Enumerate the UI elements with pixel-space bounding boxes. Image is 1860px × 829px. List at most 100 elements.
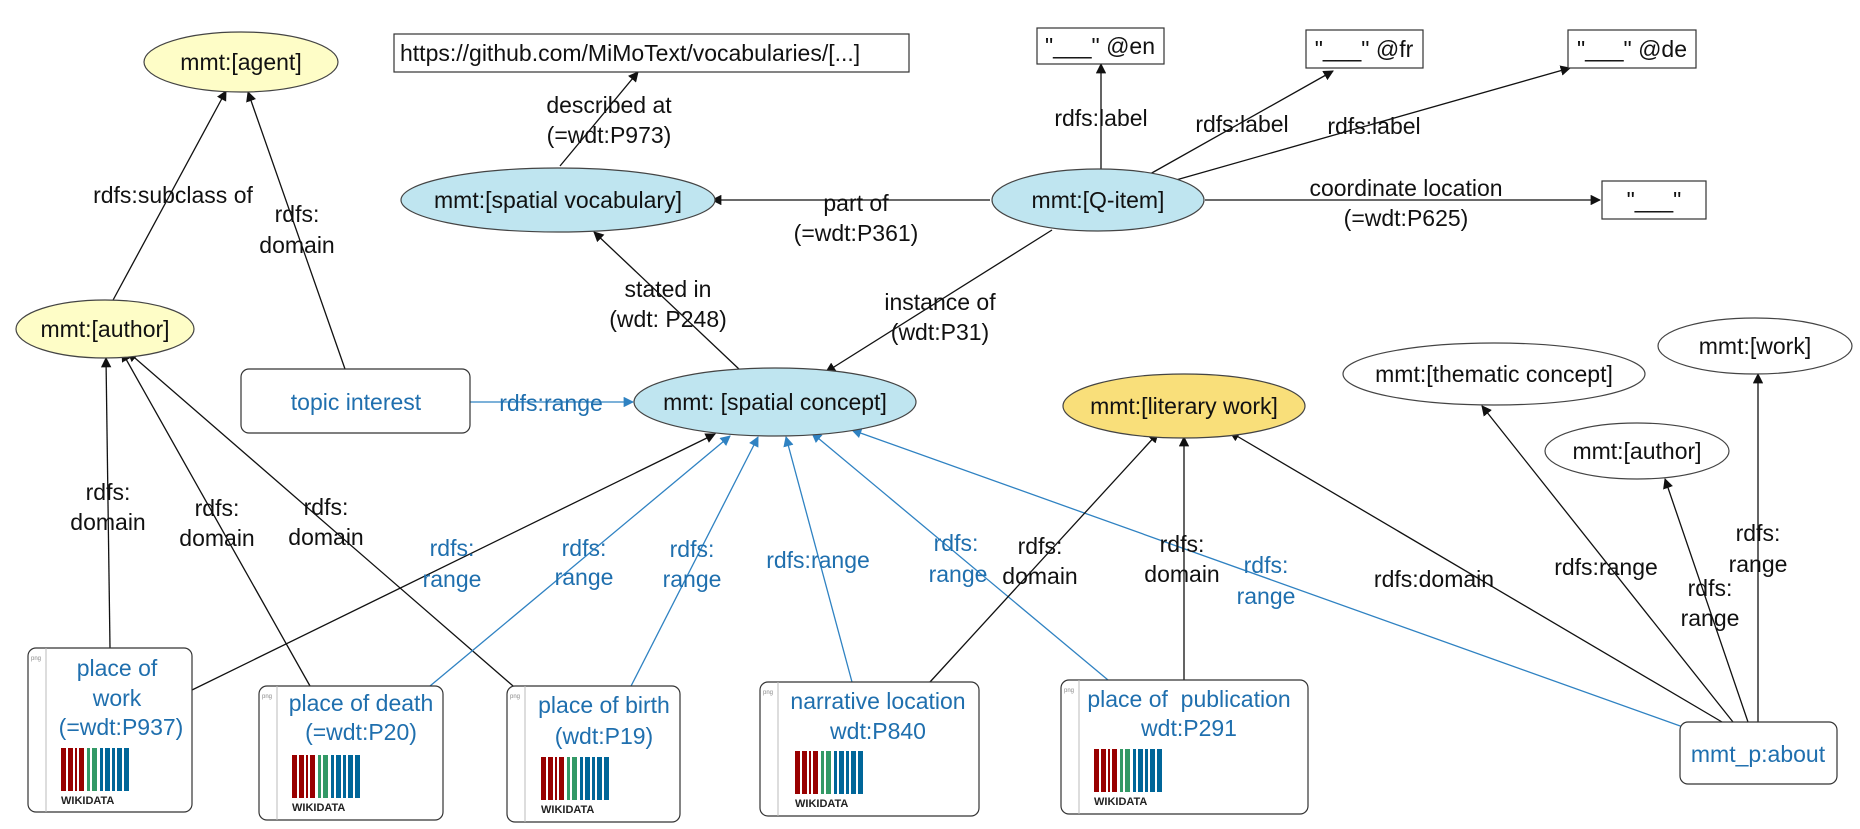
- property-narrative-location: png narrative location wdt:P840 WIKIDATA: [759, 681, 980, 817]
- literal-github-url: https://github.com/MiMoText/vocabularies…: [393, 33, 910, 73]
- label-part-of-2: (=wdt:P361): [794, 220, 919, 246]
- label-range-work-2: range: [423, 566, 482, 592]
- node-thematic-concept-label: mmt:[thematic concept]: [1375, 361, 1613, 387]
- edge-topic-interest-domain-agent: [246, 91, 346, 370]
- literal-label-de: "___" @de: [1567, 29, 1697, 69]
- property-place-of-death: png place of death (=wdt:P20) WIKIDATA: [258, 685, 444, 821]
- label-range-about-work-2: range: [1729, 551, 1788, 577]
- node-spatial-vocabulary-label: mmt:[spatial vocabulary]: [434, 187, 682, 213]
- label-domain-about: rdfs:domain: [1374, 566, 1494, 592]
- node-author-left-label: mmt:[author]: [40, 316, 169, 342]
- literal-label-fr-text: "___" @fr: [1315, 36, 1414, 62]
- label-subclass-of: rdfs:subclass of: [93, 182, 253, 208]
- edge-author-subclass-of-agent: [111, 90, 227, 303]
- label-domain-death-1: rdfs:: [195, 495, 240, 521]
- node-author-left: mmt:[author]: [15, 299, 195, 359]
- edge-place-of-birth-domain-author: [127, 351, 521, 693]
- property-boxes: topic interest png place of work (=wdt:P…: [27, 368, 1838, 823]
- class-nodes: mmt:[agent] mmt:[author] mmt:[spatial vo…: [15, 31, 1853, 480]
- label-domain-birth-2: domain: [288, 524, 363, 550]
- node-spatial-vocabulary: mmt:[spatial vocabulary]: [400, 167, 716, 233]
- edge-about-range-author: [1663, 478, 1749, 723]
- png-tag: png: [262, 694, 272, 700]
- wikidata-logo-text: WIKIDATA: [61, 795, 114, 807]
- label-domain-topic-2: domain: [259, 232, 334, 258]
- edge-narrative-location-range-concept: [783, 435, 853, 683]
- edge-about-domain-literary-work: [1229, 431, 1723, 723]
- node-author-right: mmt:[author]: [1544, 422, 1730, 480]
- wikidata-logo-text: WIKIDATA: [541, 804, 594, 816]
- node-author-right-label: mmt:[author]: [1572, 438, 1701, 464]
- label-range-publication-2: range: [1237, 583, 1296, 609]
- label-domain-work-1: rdfs:: [86, 479, 131, 505]
- label-part-of-1: part of: [823, 190, 889, 216]
- label-stated-in-1: stated in: [625, 276, 712, 302]
- property-place-of-death-line1: place of death: [289, 690, 434, 716]
- label-rdfs-label-de: rdfs:label: [1327, 113, 1420, 139]
- edge-concept-stated-in-vocabulary: [593, 231, 741, 371]
- property-place-of-work-line1: place of: [77, 655, 158, 681]
- property-narrative-location-line1: narrative location: [790, 688, 965, 714]
- edge-narrative-location-domain-literary-work: [929, 432, 1159, 683]
- property-place-of-publication-line2: wdt:P291: [1140, 715, 1237, 741]
- edge-place-of-death-domain-author: [121, 351, 311, 687]
- png-tag: png: [510, 694, 520, 700]
- edge-place-of-work-domain-author: [100, 356, 112, 649]
- property-place-of-work-line3: (=wdt:P937): [59, 714, 184, 740]
- label-domain-narrative-1: rdfs:: [1018, 533, 1063, 559]
- edge-place-of-work-range-concept: [191, 433, 716, 691]
- property-place-of-publication: png place of publication wdt:P291 WIKIDA…: [1060, 679, 1309, 815]
- edge-qitem-instance-of-concept: [825, 229, 1053, 373]
- label-rdfs-label-fr: rdfs:label: [1195, 111, 1288, 137]
- literal-label-en-text: "___" @en: [1045, 33, 1155, 59]
- label-range-death-1: rdfs:: [562, 535, 607, 561]
- label-domain-narrative-2: domain: [1002, 563, 1077, 589]
- property-topic-interest-label: topic interest: [291, 389, 422, 415]
- label-range-publication-1: rdfs:: [1244, 552, 1289, 578]
- literal-coordinate-text: "___": [1627, 187, 1682, 213]
- label-range-about-author-2: range: [1681, 605, 1740, 631]
- wikidata-logo: WIKIDATA: [292, 755, 360, 814]
- edges: [100, 62, 1764, 728]
- node-agent-label: mmt:[agent]: [180, 49, 301, 75]
- label-domain-publication-2: domain: [1144, 561, 1219, 587]
- label-described-at-2: (=wdt:P973): [547, 122, 672, 148]
- wikidata-logo: WIKIDATA: [795, 751, 863, 810]
- label-domain-work-2: domain: [70, 509, 145, 535]
- node-spatial-concept: mmt: [spatial concept]: [633, 367, 917, 437]
- label-instance-of-2: (wdt:P31): [891, 319, 989, 345]
- property-topic-interest: topic interest: [240, 368, 471, 434]
- node-q-item-label: mmt:[Q-item]: [1032, 187, 1165, 213]
- literal-boxes: https://github.com/MiMoText/vocabularies…: [393, 27, 1707, 220]
- edge-labels: rdfs:subclass of rdfs: domain described …: [70, 92, 1787, 631]
- wikidata-logo: WIKIDATA: [541, 757, 609, 816]
- literal-github-url-text: https://github.com/MiMoText/vocabularies…: [400, 40, 860, 66]
- wikidata-logo-text: WIKIDATA: [1094, 796, 1147, 808]
- node-work-label: mmt:[work]: [1699, 333, 1811, 359]
- property-place-of-death-line2: (=wdt:P20): [305, 719, 417, 745]
- node-spatial-concept-label: mmt: [spatial concept]: [663, 389, 887, 415]
- edge-about-range-concept: [851, 428, 1684, 728]
- label-range-about-author-1: rdfs:: [1688, 575, 1733, 601]
- wikidata-logo: WIKIDATA: [1094, 749, 1162, 808]
- edge-place-of-birth-range-concept: [627, 436, 759, 693]
- label-instance-of-1: instance of: [884, 289, 996, 315]
- label-range-narrative2-2: range: [929, 561, 988, 587]
- property-place-of-birth-line2: (wdt:P19): [555, 723, 653, 749]
- edge-vocabulary-described-at: [559, 71, 639, 167]
- property-about-label: mmt_p:about: [1691, 741, 1826, 767]
- label-coordinate-location-2: (=wdt:P625): [1344, 205, 1469, 231]
- literal-coordinate: "___": [1601, 180, 1707, 220]
- label-domain-topic-1: rdfs:: [275, 201, 320, 227]
- label-described-at-1: described at: [546, 92, 672, 118]
- label-range-birth-1: rdfs:: [670, 536, 715, 562]
- node-thematic-concept: mmt:[thematic concept]: [1342, 342, 1646, 406]
- edge-qitem-label-de: [1175, 65, 1572, 181]
- label-range-narrative: rdfs:range: [766, 547, 870, 573]
- property-place-of-publication-line1: place of publication: [1087, 686, 1290, 712]
- wikidata-logo: WIKIDATA: [61, 748, 129, 807]
- label-coordinate-location-1: coordinate location: [1309, 175, 1502, 201]
- label-range-narrative2-1: rdfs:: [934, 530, 979, 556]
- edge-about-range-thematic-concept: [1481, 405, 1734, 723]
- label-stated-in-2: (wdt: P248): [609, 306, 727, 332]
